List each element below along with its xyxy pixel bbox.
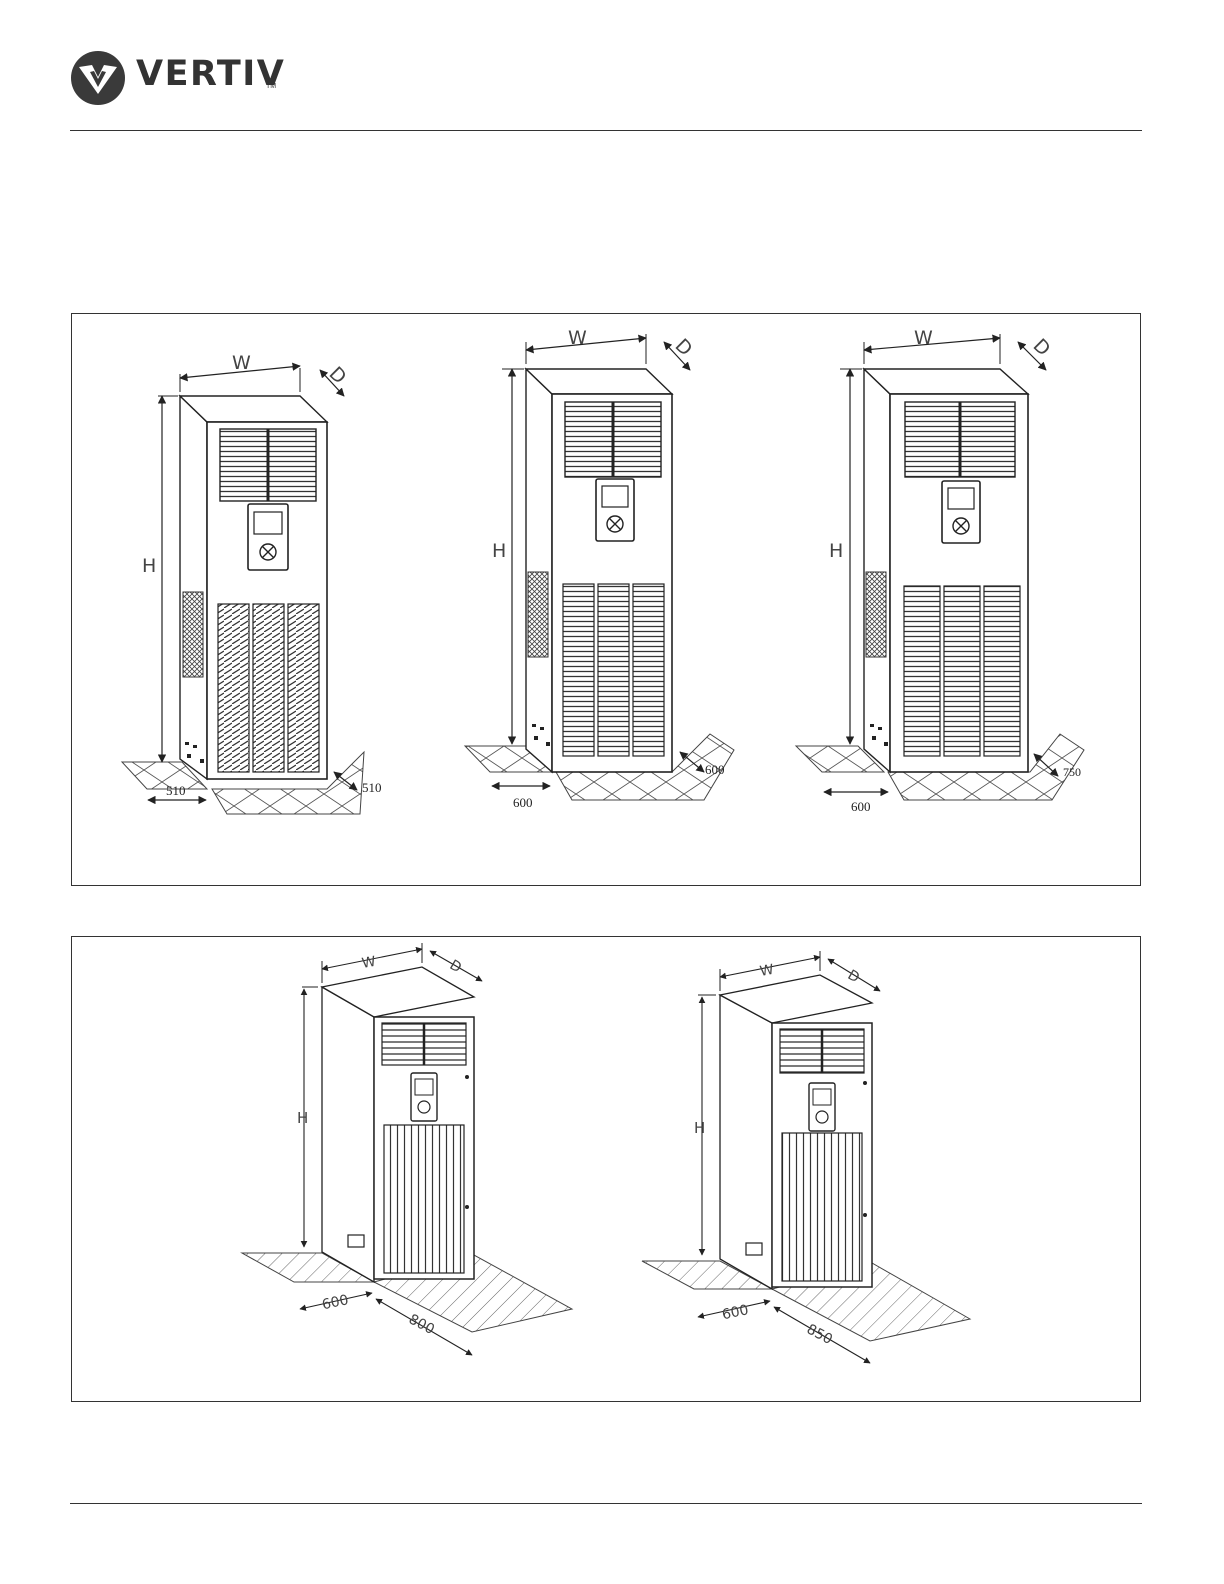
unit-1-front-clearance: 510 xyxy=(362,780,382,795)
unit-2-depth-label: D xyxy=(671,335,697,361)
bottom-unit-1-front-clearance: 800 xyxy=(406,1311,437,1338)
brand-name: VERTIV xyxy=(136,54,285,94)
unit-1-width-label: W xyxy=(232,352,251,374)
unit-3: W D H 600 750 xyxy=(796,327,1084,814)
figure-bottom-drawing: W D H 600 800 xyxy=(72,937,1140,1401)
figure-panel-bottom: W D H 600 800 xyxy=(71,936,1141,1402)
footer-rule xyxy=(70,1503,1142,1504)
bottom-unit-1: W D H 600 800 xyxy=(242,943,572,1355)
unit-2-width-label: W xyxy=(568,327,587,349)
trademark: TM xyxy=(266,83,276,90)
unit-3-side-clearance: 600 xyxy=(851,799,871,814)
bottom-unit-1-depth-label: D xyxy=(447,957,464,976)
bottom-unit-2: W D H 600 850 xyxy=(642,951,970,1363)
figure-top-drawing: W D H 510 510 xyxy=(72,314,1140,885)
bottom-unit-2-depth-label: D xyxy=(845,967,862,986)
unit-1: W D H 510 510 xyxy=(122,352,382,814)
vertiv-logo: VERTIV TM xyxy=(70,50,290,106)
bottom-unit-2-height-label: H xyxy=(694,1119,705,1137)
unit-2-side-clearance: 600 xyxy=(513,795,533,810)
bottom-unit-2-front-clearance: 850 xyxy=(804,1321,835,1348)
bottom-unit-1-width-label: W xyxy=(361,954,378,972)
figure-panel-top: W D H 510 510 xyxy=(71,313,1141,886)
unit-3-height-label: H xyxy=(829,540,843,562)
bottom-unit-1-side-clearance: 600 xyxy=(321,1292,350,1313)
bottom-unit-2-side-clearance: 600 xyxy=(721,1302,750,1323)
vertiv-logo-icon xyxy=(70,50,126,106)
bottom-unit-1-height-label: H xyxy=(297,1109,308,1127)
unit-1-side-clearance: 510 xyxy=(166,783,186,798)
unit-2-front-clearance: 600 xyxy=(705,762,725,777)
unit-1-height-label: H xyxy=(142,555,156,577)
bottom-unit-2-width-label: W xyxy=(759,962,776,980)
unit-2-height-label: H xyxy=(492,540,506,562)
header-rule xyxy=(70,130,1142,131)
unit-1-depth-label: D xyxy=(325,363,351,389)
unit-3-front-clearance: 750 xyxy=(1063,765,1081,779)
unit-2: W D H 600 600 xyxy=(465,327,734,810)
unit-3-width-label: W xyxy=(914,327,933,349)
